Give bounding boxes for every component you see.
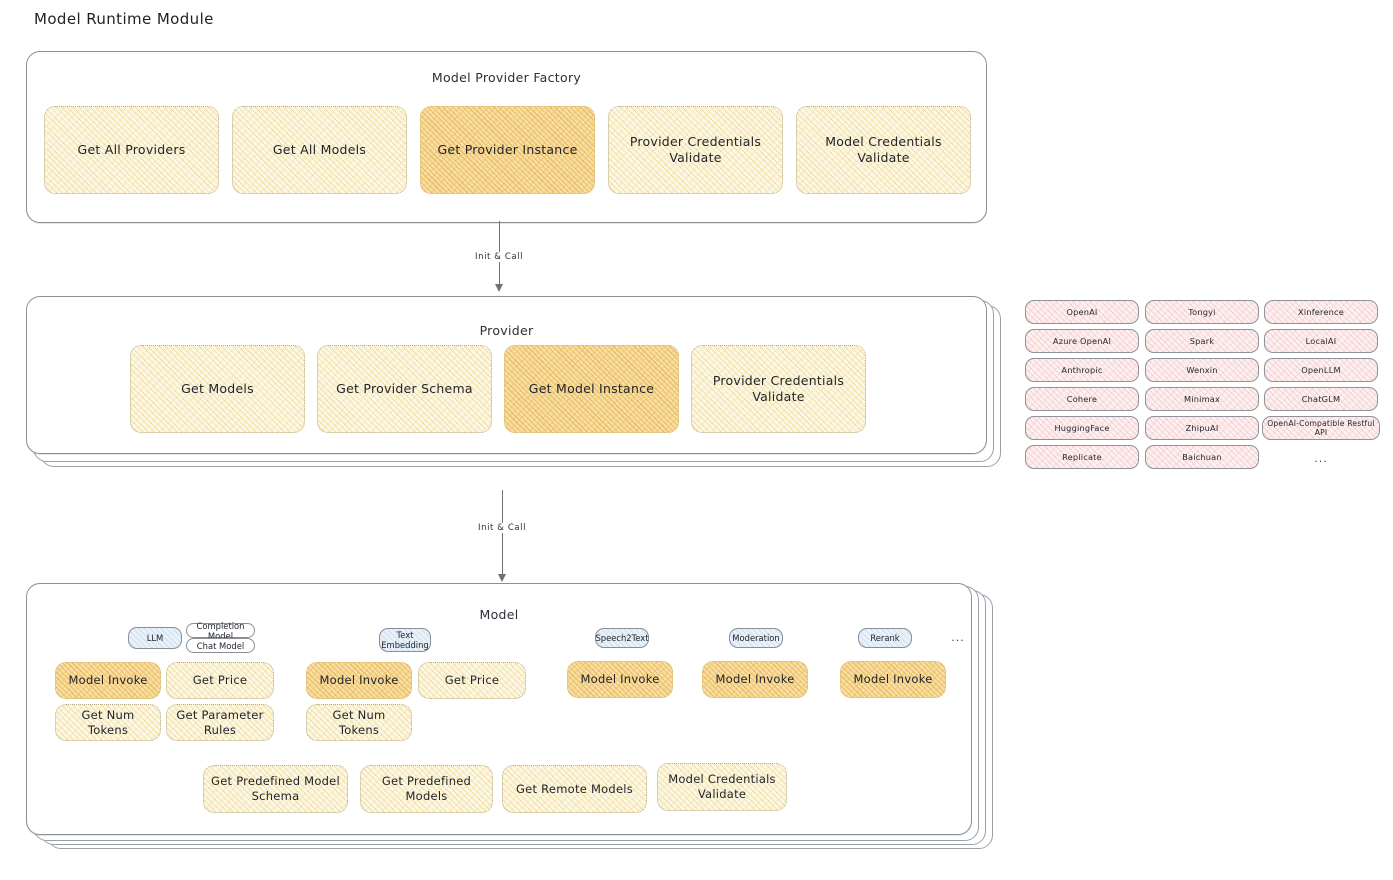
- provider-chip-spark[interactable]: Spark: [1145, 329, 1259, 353]
- provider-chip-anthropic[interactable]: Anthropic: [1025, 358, 1139, 382]
- model-shared-box-model-credentials-validate[interactable]: Model Credentials Validate: [657, 763, 787, 811]
- provider-chip-azure-openai[interactable]: Azure OpenAI: [1025, 329, 1139, 353]
- model-llm-box-get-price[interactable]: Get Price: [166, 662, 274, 699]
- model-groups-more: ...: [951, 631, 965, 644]
- provider-chip-cohere[interactable]: Cohere: [1025, 387, 1139, 411]
- factory-box-get-all-models[interactable]: Get All Models: [232, 106, 407, 194]
- provider-list-more: ...: [1314, 452, 1328, 465]
- factory-box-provider-credentials-validate[interactable]: Provider Credentials Validate: [608, 106, 783, 194]
- model-badge-text-embedding[interactable]: Text Embedding: [379, 628, 431, 652]
- arrow-2-line: [502, 490, 503, 580]
- model-textembedding-box-get-price[interactable]: Get Price: [418, 662, 526, 699]
- model-badge-moderation[interactable]: Moderation: [729, 628, 783, 648]
- model-badge-llm[interactable]: LLM: [128, 627, 182, 649]
- arrow-2-head: [498, 574, 506, 582]
- provider-chip-openai-compatible-restful-api[interactable]: OpenAI-Compatible Restful API: [1262, 416, 1380, 440]
- provider-chip-xinference[interactable]: Xinference: [1264, 300, 1378, 324]
- provider-chip-tongyi[interactable]: Tongyi: [1145, 300, 1259, 324]
- model-title: Model: [479, 607, 519, 622]
- model-moderation-box-model-invoke[interactable]: Model Invoke: [702, 661, 808, 698]
- provider-box-provider-credentials-validate[interactable]: Provider Credentials Validate: [691, 345, 866, 433]
- model-shared-box-get-predefined-models[interactable]: Get Predefined Models: [360, 765, 493, 813]
- factory-box-get-all-providers[interactable]: Get All Providers: [44, 106, 219, 194]
- factory-box-model-credentials-validate[interactable]: Model Credentials Validate: [796, 106, 971, 194]
- model-rerank-box-model-invoke[interactable]: Model Invoke: [840, 661, 946, 698]
- provider-chip-openai[interactable]: OpenAI: [1025, 300, 1139, 324]
- provider-chip-chatglm[interactable]: ChatGLM: [1264, 387, 1378, 411]
- provider-chip-replicate[interactable]: Replicate: [1025, 445, 1139, 469]
- provider-chip-zhipuai[interactable]: ZhipuAI: [1145, 416, 1259, 440]
- model-provider-factory-title: Model Provider Factory: [431, 70, 582, 85]
- provider-chip-baichuan[interactable]: Baichuan: [1145, 445, 1259, 469]
- model-llm-box-get-parameter-rules[interactable]: Get Parameter Rules: [166, 704, 274, 741]
- provider-chip-minimax[interactable]: Minimax: [1145, 387, 1259, 411]
- provider-box-get-models[interactable]: Get Models: [130, 345, 305, 433]
- model-textembedding-box-model-invoke[interactable]: Model Invoke: [306, 662, 412, 699]
- model-speech2text-box-model-invoke[interactable]: Model Invoke: [567, 661, 673, 698]
- model-badge-rerank[interactable]: Rerank: [858, 628, 912, 648]
- provider-chip-wenxin[interactable]: Wenxin: [1145, 358, 1259, 382]
- arrow-2-label: Init & Call: [473, 523, 532, 533]
- arrow-1-head: [495, 284, 503, 292]
- page-title: Model Runtime Module: [34, 10, 214, 28]
- model-subbadge-chat-model[interactable]: Chat Model: [186, 638, 255, 653]
- provider-chip-openllm[interactable]: OpenLLM: [1264, 358, 1378, 382]
- model-shared-box-get-predefined-model-schema[interactable]: Get Predefined Model Schema: [203, 765, 348, 813]
- factory-box-get-provider-instance[interactable]: Get Provider Instance: [420, 106, 595, 194]
- provider-box-get-provider-schema[interactable]: Get Provider Schema: [317, 345, 492, 433]
- model-llm-box-model-invoke[interactable]: Model Invoke: [55, 662, 161, 699]
- model-textembedding-box-get-num-tokens[interactable]: Get Num Tokens: [306, 704, 412, 741]
- provider-title: Provider: [479, 323, 534, 338]
- provider-chip-huggingface[interactable]: HuggingFace: [1025, 416, 1139, 440]
- model-badge-speech2text[interactable]: Speech2Text: [595, 628, 649, 648]
- model-subbadge-completion-model[interactable]: Completion Model: [186, 621, 255, 641]
- arrow-1-label: Init & Call: [470, 252, 529, 262]
- model-llm-box-get-num-tokens[interactable]: Get Num Tokens: [55, 704, 161, 741]
- provider-chip-localai[interactable]: LocalAI: [1264, 329, 1378, 353]
- model-shared-box-get-remote-models[interactable]: Get Remote Models: [502, 765, 647, 813]
- provider-box-get-model-instance[interactable]: Get Model Instance: [504, 345, 679, 433]
